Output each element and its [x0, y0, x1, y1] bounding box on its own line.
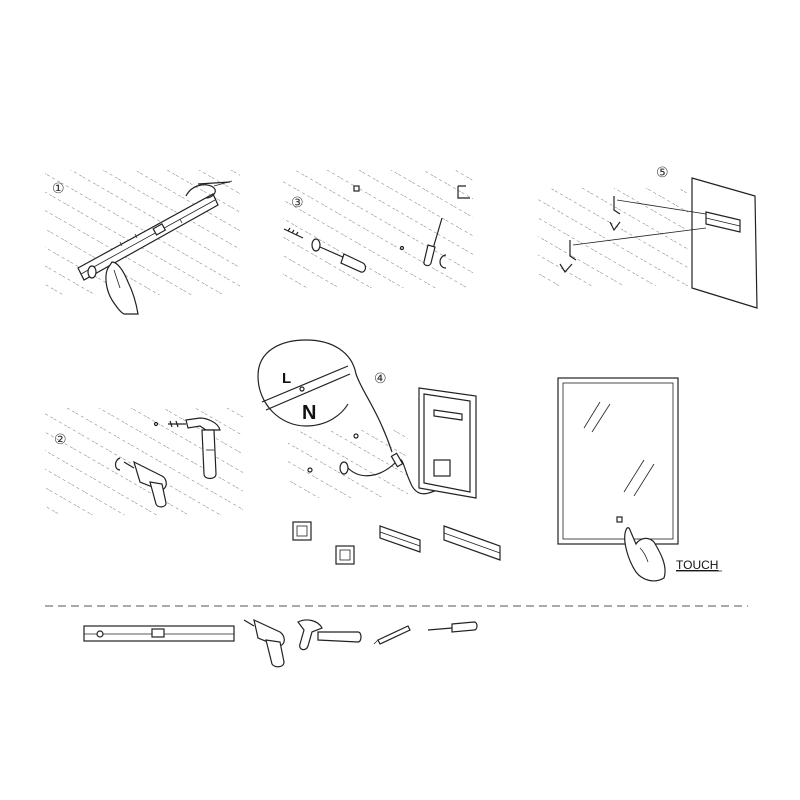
bracket-icon [443, 525, 501, 561]
touch-panel: TOUCH [557, 377, 722, 582]
neutral-wire-label: N [302, 402, 316, 424]
screwdriver-icon [427, 621, 478, 633]
screwdriver-icon [399, 217, 447, 269]
wall-hatch [283, 170, 473, 288]
screwdriver-icon [283, 227, 367, 273]
bracket-hook-icon [569, 240, 577, 261]
bracket-icon [379, 525, 421, 553]
step2-number: ② [54, 432, 67, 448]
power-cable [347, 458, 447, 495]
touch-label: TOUCH [676, 558, 718, 572]
mirror-frame [557, 377, 679, 545]
step2-panel: ② [45, 408, 243, 515]
live-wire-label: L [282, 370, 291, 387]
anchor-icon [353, 185, 360, 192]
step5-panel: ⑤ [538, 165, 758, 309]
wall-plug-icon [335, 545, 355, 565]
bracket-hook-icon [457, 185, 470, 199]
hammer-icon [297, 619, 362, 651]
wall-plug-icon [292, 521, 312, 541]
step4-panel: L N ④ [257, 339, 501, 565]
step5-number: ⑤ [656, 165, 669, 181]
hand-icon [105, 261, 139, 315]
pencil-icon [373, 625, 411, 645]
hammer-icon [153, 417, 221, 480]
step3-panel: ③ [283, 170, 473, 288]
mirror-icon [691, 177, 758, 309]
drill-icon [114, 457, 167, 508]
step1-panel: ① [45, 170, 240, 315]
step3-number: ③ [291, 195, 304, 211]
drill-icon [243, 618, 285, 668]
hand-icon [185, 180, 233, 199]
bracket-hook-icon [613, 196, 621, 215]
wall-hatch [538, 188, 688, 286]
bracket-hook-icon [609, 221, 621, 232]
hand-icon [624, 527, 666, 582]
spirit-level-icon [83, 625, 235, 642]
step1-number: ① [52, 181, 65, 197]
spirit-level-icon [77, 193, 219, 281]
touch-sensor-icon [616, 516, 623, 523]
tools-row [83, 618, 478, 668]
wall-hatch [288, 430, 408, 498]
bracket-hook-icon [559, 263, 573, 274]
mirror-icon [418, 387, 477, 499]
step4-number: ④ [374, 371, 387, 387]
wiring-detail: L N [257, 339, 393, 453]
